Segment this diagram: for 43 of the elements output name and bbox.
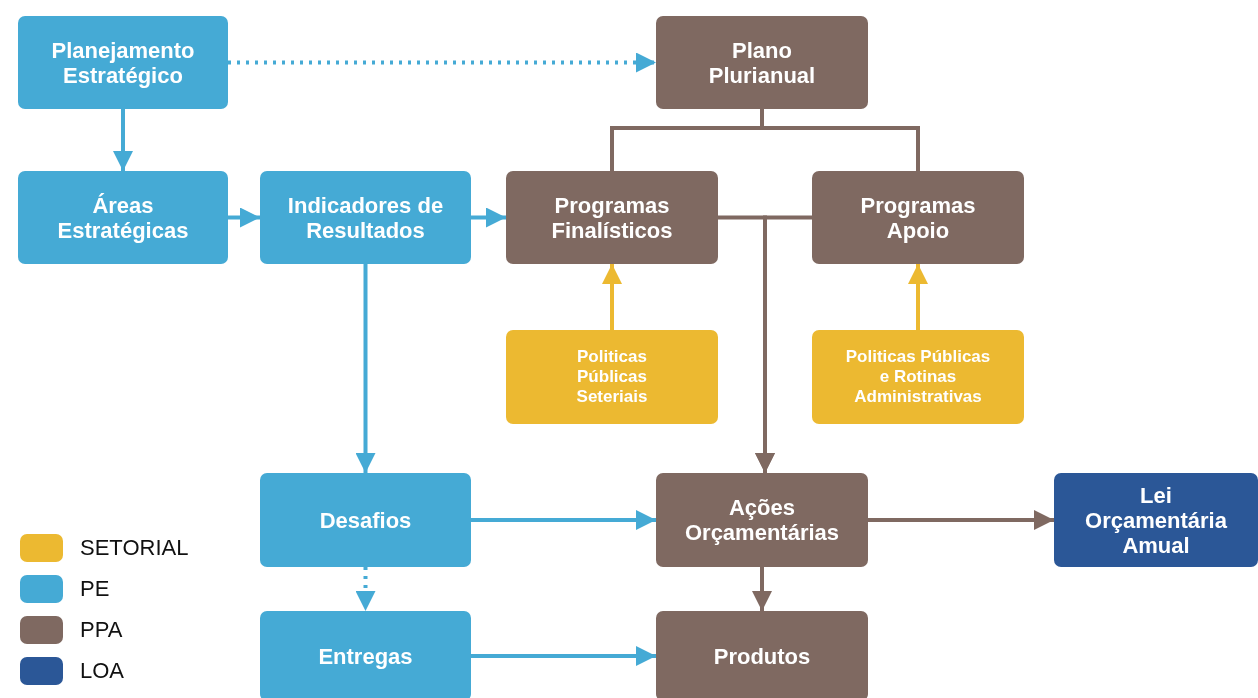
process-box: [506, 171, 718, 264]
box-label: Lei Orçamentária Amual: [1084, 482, 1228, 558]
legend-label: SETORIAL: [80, 535, 189, 561]
box-label: Politicas Públicas Seteriais: [575, 347, 649, 407]
process-box: [260, 611, 471, 698]
process-box: [18, 16, 228, 109]
connector-line: [760, 109, 920, 171]
arrow: [471, 646, 656, 666]
process-box: [656, 611, 868, 698]
arrow: [471, 510, 656, 530]
box-label: Indicadores de Resultados: [286, 192, 445, 243]
process-box: [656, 16, 868, 109]
arrow: [228, 207, 260, 228]
box-label: Desafios: [319, 507, 412, 533]
arrow: [908, 264, 928, 330]
box-label: Plano Plurianual: [707, 37, 817, 88]
process-box: [260, 473, 471, 567]
box-label: Programas Finalísticos: [550, 192, 674, 243]
box-label: Entregas: [318, 643, 413, 669]
process-box: [812, 330, 1024, 424]
legend-label: LOA: [80, 658, 125, 684]
box-label: Politicas Públicas e Rotinas Administrativas: [844, 347, 992, 407]
arrow: [113, 109, 133, 171]
legend-label: PE: [80, 576, 110, 602]
arrow: [868, 510, 1054, 530]
process-box: [812, 171, 1024, 264]
dotted-arrow: [228, 52, 656, 73]
process-box: [656, 473, 868, 567]
process-box: [18, 171, 228, 264]
box-label: Ações Orçamentárias: [683, 495, 841, 545]
box-label: Programas Apoio: [859, 192, 977, 243]
process-box: [1054, 473, 1258, 567]
arrow: [602, 264, 622, 330]
box-label: Áreas Estratégicas: [56, 192, 190, 243]
box-label: Produtos: [713, 643, 811, 669]
arrow: [355, 264, 376, 473]
arrow: [471, 207, 506, 228]
process-box: [506, 330, 718, 424]
legend-label: PPA: [80, 617, 123, 643]
dotted-arrow: [355, 567, 376, 611]
process-box: [260, 171, 471, 264]
box-label: Planejamento Estratégico: [50, 37, 196, 88]
arrow: [752, 567, 772, 611]
